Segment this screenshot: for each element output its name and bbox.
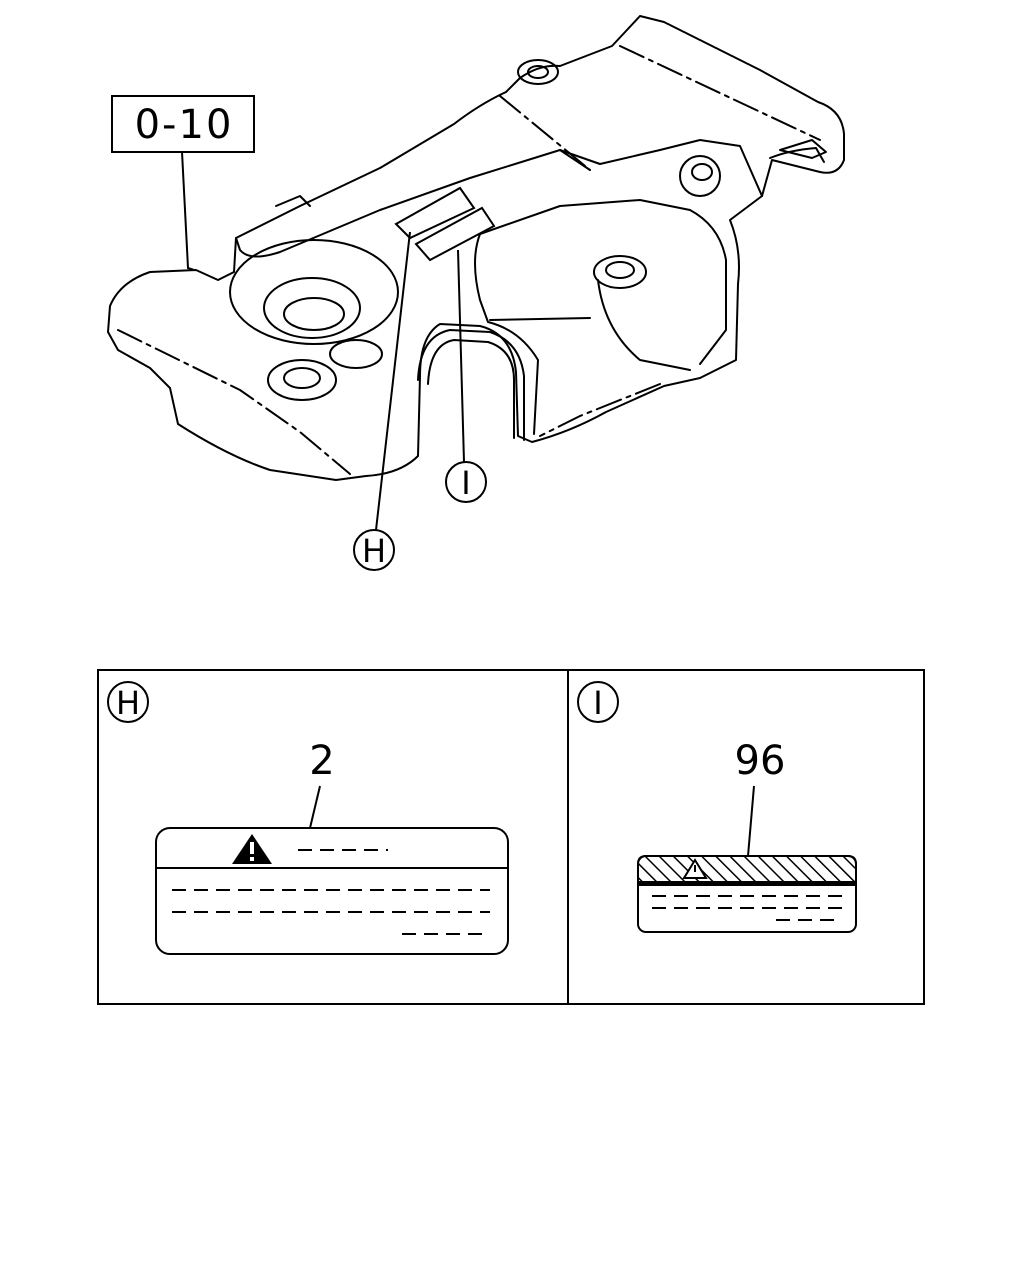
callout-h-letter: H: [362, 532, 386, 570]
callout-i-letter: I: [461, 464, 470, 502]
label-i-on-part: [414, 206, 496, 262]
small-boss-1-inner: [283, 367, 321, 389]
part-reference: 0-10: [111, 95, 255, 271]
part-reference-text: 0-10: [135, 102, 234, 148]
detail-panel: H 2 I 96: [97, 669, 925, 1005]
small-boss-5: [593, 255, 647, 289]
housing-dash-left: [117, 329, 351, 475]
small-boss-5-inner: [605, 261, 635, 279]
housing-channel-2: [479, 199, 727, 365]
housing-ridge: [235, 149, 591, 258]
small-boss-4: [679, 155, 721, 197]
housing-right-slot: [779, 139, 827, 159]
housing-tab: [275, 195, 311, 207]
housing-labels: [394, 186, 496, 262]
detail-i-letter: I: [593, 684, 602, 722]
detail-h: H 2: [107, 681, 509, 955]
detail-h-label-plate: [155, 827, 509, 955]
detail-i: I 96: [577, 681, 857, 933]
callout-h-leader: [375, 231, 411, 531]
callout-h-circle: [353, 529, 395, 571]
housing-right-rib: [769, 147, 825, 163]
detail-h-letter: H: [116, 684, 140, 722]
housing-channel: [474, 233, 539, 435]
part-reference-leader: [181, 151, 195, 271]
detail-i-leader: [747, 785, 755, 857]
small-boss-4-inner: [691, 163, 713, 181]
hose-loop-inner: [427, 339, 515, 439]
small-boss-3: [517, 59, 559, 85]
callout-i-leader: [457, 249, 465, 463]
warning-icon: [232, 834, 272, 864]
hose-loop: [417, 329, 525, 441]
large-boss-outer: [229, 239, 399, 345]
detail-panel-frame: [97, 669, 925, 1005]
label-h-on-part: [394, 186, 476, 240]
callout-i: I: [445, 249, 487, 503]
large-boss-inner: [283, 297, 345, 331]
housing-ridge-3: [619, 45, 821, 141]
detail-h-item-number: 2: [309, 738, 334, 784]
detail-h-circle: [107, 681, 149, 723]
callout-i-circle: [445, 461, 487, 503]
housing-outline: [107, 15, 845, 481]
housing-ridge-2: [499, 95, 591, 171]
detail-h-leader: [309, 785, 321, 829]
housing-drawing: [107, 15, 845, 481]
housing-channel-3: [597, 279, 691, 371]
housing-inner-edge: [559, 139, 763, 197]
large-boss-mid: [263, 277, 361, 339]
small-boss-3-inner: [527, 65, 549, 79]
housing-dash-mid: [489, 317, 591, 321]
detail-i-circle: [577, 681, 619, 723]
warning-icon-small: [682, 858, 708, 879]
small-boss-1: [267, 359, 337, 401]
housing-dash-right: [539, 383, 661, 437]
callout-h: H: [353, 231, 411, 571]
small-boss-2: [329, 339, 383, 369]
detail-i-item-number: 96: [735, 738, 786, 784]
detail-i-hatched-band: [637, 855, 857, 883]
